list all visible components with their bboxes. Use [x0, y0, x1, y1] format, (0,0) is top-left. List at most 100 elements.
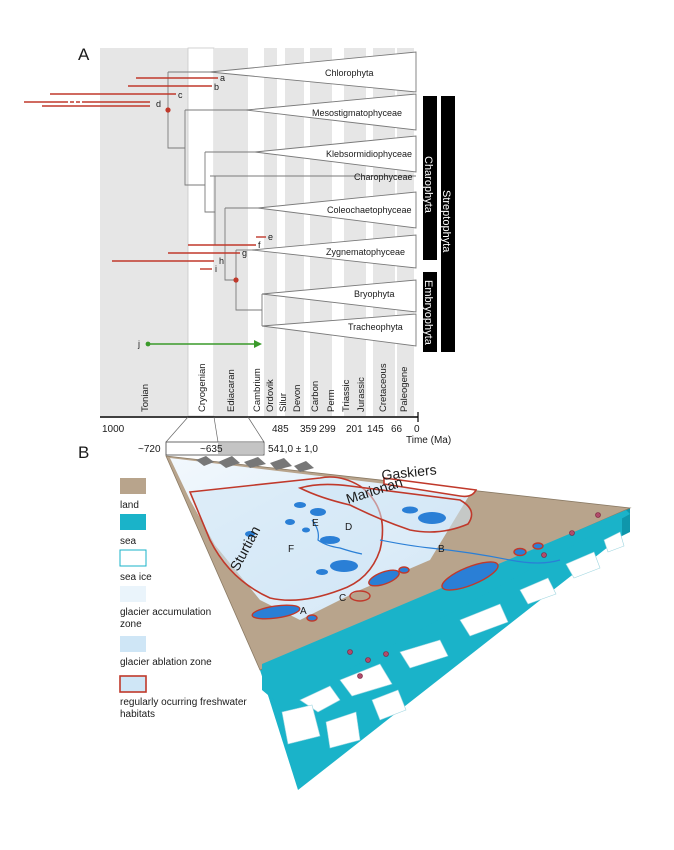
- legend-label-accumulation-1: glacier accumulation: [120, 607, 211, 618]
- triangle-tracheophyta: [261, 313, 417, 347]
- meltwater-stream: [311, 519, 363, 555]
- legend-swatch-sea: [120, 514, 146, 530]
- clade-label-chlorophyta: Chlorophyta: [325, 68, 374, 78]
- clade-label-zygnematophyceae: Zygnematophyceae: [326, 247, 405, 257]
- zoom-guide-right: [247, 416, 265, 443]
- zoom-guide-mid: [213, 416, 219, 443]
- streptophyta-bar: [441, 96, 455, 352]
- embryophyta-bar: [423, 272, 437, 352]
- clade-label-klebsormidiophyceae: Klebsormidiophyceae: [326, 149, 412, 159]
- clade-label-charophyceae: Charophyceae: [354, 172, 413, 182]
- triangle-coleochaetophyceae: [257, 191, 417, 229]
- tick-201: 201: [346, 424, 363, 435]
- land-lakes: [251, 542, 544, 622]
- legend-swatch-sea-ice: [119, 549, 147, 567]
- site-letter-c: C: [339, 593, 346, 604]
- time-axis-title: Time (Ma): [406, 435, 451, 446]
- clade-label-bryophyta: Bryophyta: [354, 289, 395, 299]
- period-devon: Devon: [292, 385, 303, 412]
- sea-ice-floes: [281, 531, 625, 749]
- node-letter-g: g: [242, 248, 247, 258]
- period-tonian: Tonian: [140, 384, 151, 412]
- period-paleogene: Paleogene: [399, 367, 410, 412]
- charophyta-label: Charophyta: [422, 156, 434, 214]
- node-letter-d: d: [156, 99, 161, 109]
- period-ediacaran: Ediacaran: [226, 369, 237, 412]
- gaskiers-label: Gaskiers: [381, 461, 438, 483]
- triangle-zygnematophyceae: [251, 234, 417, 269]
- phylogeny-tree: [167, 71, 263, 326]
- node-letter-b: b: [214, 82, 219, 92]
- embryophyta-label: Embryophyta: [422, 280, 434, 346]
- tick-299: 299: [319, 424, 336, 435]
- tick-485: 485: [272, 424, 289, 435]
- period-cryogenian: Cryogenian: [197, 363, 208, 412]
- clade-label-tracheophyta: Tracheophyta: [348, 322, 403, 332]
- node-letter-h: h: [219, 256, 224, 266]
- time-axis-ticks: 1000 485 359 299 201 145 66 0: [102, 424, 420, 435]
- legend-label-accumulation-2: zone: [120, 619, 142, 630]
- label-541: 541,0 ± 1,0: [268, 444, 318, 455]
- tick-66: 66: [391, 424, 403, 435]
- label-635: ~635: [200, 444, 223, 455]
- legend-swatch-accumulation: [120, 586, 146, 602]
- fossil-range-lines: [24, 77, 266, 270]
- legend-label-freshwater-2: habitats: [120, 709, 155, 720]
- charophyta-bar: [423, 96, 437, 260]
- period-cambrium: Cambrium: [252, 368, 263, 412]
- legend-label-land: land: [120, 500, 139, 511]
- tick-359: 359: [300, 424, 317, 435]
- green-arrow-start: [145, 341, 151, 347]
- period-cretaceous: Cretaceous: [378, 363, 389, 412]
- label-720: ~720: [138, 444, 161, 455]
- clade-label-coleochaetophyceae: Coleochaetophyceae: [327, 205, 412, 215]
- legend-swatch-freshwater: [119, 675, 147, 693]
- land-pool-c: [349, 590, 371, 602]
- ediacaran-zoom-fill: [218, 443, 263, 454]
- legend: land sea sea ice glacier accumulation zo…: [119, 478, 247, 720]
- node-letter-i: i: [215, 264, 217, 274]
- node-dot-d: [165, 107, 171, 113]
- period-labels: Tonian Cryogenian Ediacaran Cambrium Ord…: [140, 363, 410, 412]
- gaskiers-outline: [383, 477, 478, 498]
- tick-145: 145: [367, 424, 384, 435]
- period-triassic: Triassic: [341, 379, 352, 412]
- site-letter-a: A: [300, 606, 307, 617]
- river: [379, 539, 561, 564]
- period-jurassic: Jurassic: [356, 377, 367, 412]
- triangle-bryophyta: [261, 279, 417, 313]
- clade-label-mesostigmatophyceae: Mesostigmatophyceae: [312, 108, 402, 118]
- zoom-guide-left: [165, 416, 189, 443]
- panel-b-label: B: [78, 443, 89, 462]
- period-perm: Perm: [326, 389, 337, 412]
- legend-swatch-land: [120, 478, 146, 494]
- site-letters: A B C D E F: [288, 518, 445, 617]
- node-letters: a b c d e f g h i j: [137, 73, 273, 349]
- legend-label-sea-ice: sea ice: [120, 572, 152, 583]
- triangle-chlorophyta: [209, 51, 417, 93]
- legend-label-ablation: glacier ablation zone: [120, 657, 212, 668]
- legend-label-freshwater-1: regularly ocurring freshwater: [120, 697, 247, 708]
- tick-0: 0: [414, 424, 420, 435]
- clade-triangles: [209, 51, 417, 347]
- site-letter-d: D: [345, 522, 352, 533]
- node-letter-j: j: [137, 339, 140, 349]
- node-letter-c: c: [178, 90, 183, 100]
- panel-a-label: A: [78, 45, 90, 64]
- period-ordovik: Ordovik: [265, 379, 276, 412]
- marine-habitat-dots: [347, 512, 601, 679]
- tick-1000: 1000: [102, 424, 125, 435]
- sea-strip: [262, 510, 630, 705]
- site-letter-f: F: [288, 544, 294, 555]
- legend-swatch-ablation: [120, 636, 146, 652]
- node-dot-embryophyta: [233, 277, 239, 283]
- legend-label-sea: sea: [120, 536, 137, 547]
- triangle-mesostigmatophyceae: [245, 93, 417, 131]
- streptophyta-label: Streptophyta: [440, 190, 452, 253]
- site-letter-e: E: [312, 518, 319, 529]
- triangle-klebsormidiophyceae: [254, 135, 417, 173]
- node-letter-f: f: [258, 240, 261, 250]
- node-letter-a: a: [220, 73, 225, 83]
- green-arrow-head: [254, 340, 262, 348]
